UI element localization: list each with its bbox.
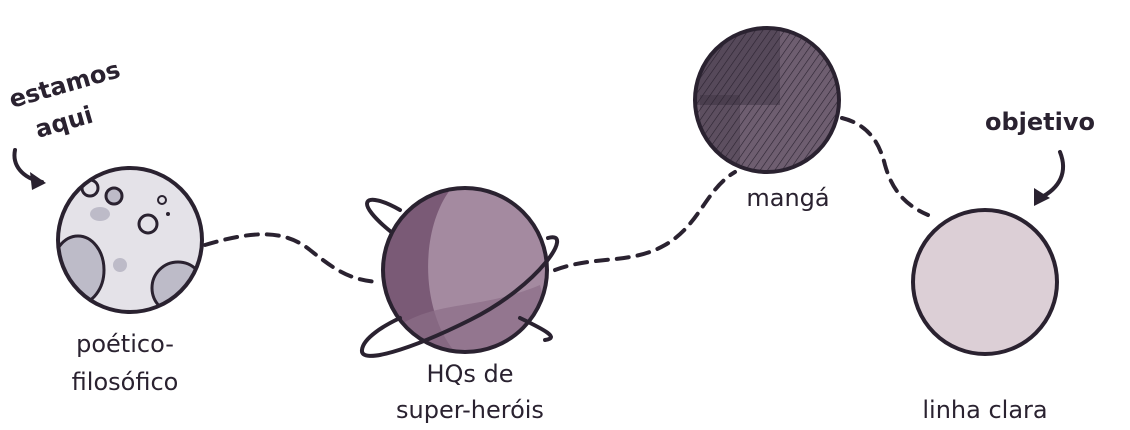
path-poetico-to-super	[205, 234, 378, 282]
planet-manga: mangá	[690, 25, 850, 212]
arrow-head-icon	[1034, 188, 1050, 206]
arrow-curve-icon	[14, 150, 42, 182]
planet-poetico-filosofico: poético- filosófico	[52, 168, 204, 396]
annotation-objetivo: objetivo	[985, 108, 1095, 206]
label-super-line1: HQs de	[426, 360, 513, 388]
note-estamos: estamos	[6, 55, 123, 113]
planet-linha-clara: linha clara	[913, 210, 1057, 424]
path-super-to-manga	[555, 172, 735, 270]
label-poetico-line2: filosófico	[72, 368, 179, 396]
path-manga-to-linha	[842, 118, 928, 215]
note-objetivo: objetivo	[985, 108, 1095, 136]
arrow-curve-icon	[1040, 152, 1063, 198]
planet-hqs-super-herois: HQs de super-heróis	[362, 188, 560, 424]
label-poetico-line1: poético-	[76, 330, 174, 358]
label-linha-clara: linha clara	[922, 396, 1047, 424]
note-aqui: aqui	[32, 101, 96, 144]
label-manga: mangá	[746, 184, 829, 212]
label-super-line2: super-heróis	[396, 396, 544, 424]
annotation-estamos-aqui: estamos aqui	[6, 55, 123, 190]
linha-planet	[913, 210, 1057, 354]
